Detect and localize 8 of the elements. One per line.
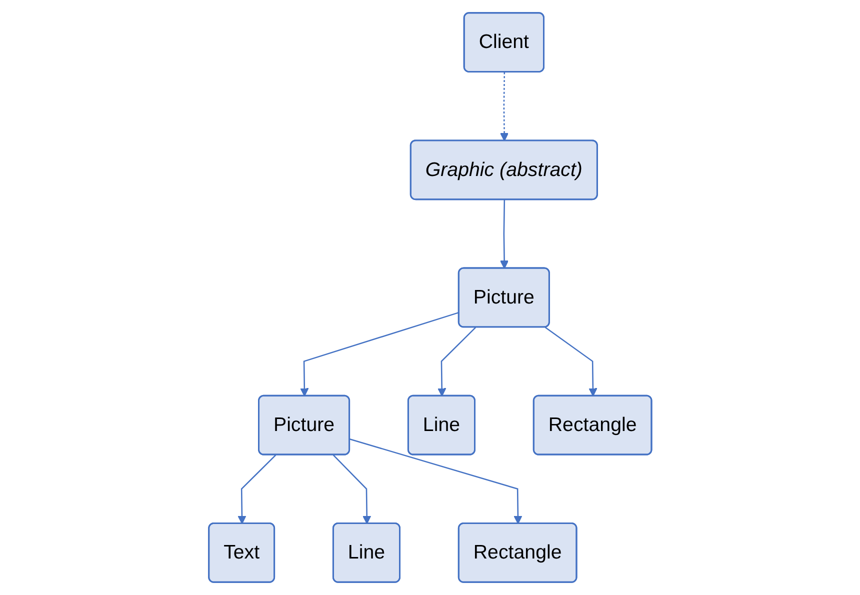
arrow [332,454,371,524]
arrow [437,326,476,397]
arrow [500,72,508,142]
arrow [237,454,276,524]
arrow [349,438,522,524]
arrow [500,200,508,269]
arrow [544,326,598,397]
arrow [300,312,460,397]
